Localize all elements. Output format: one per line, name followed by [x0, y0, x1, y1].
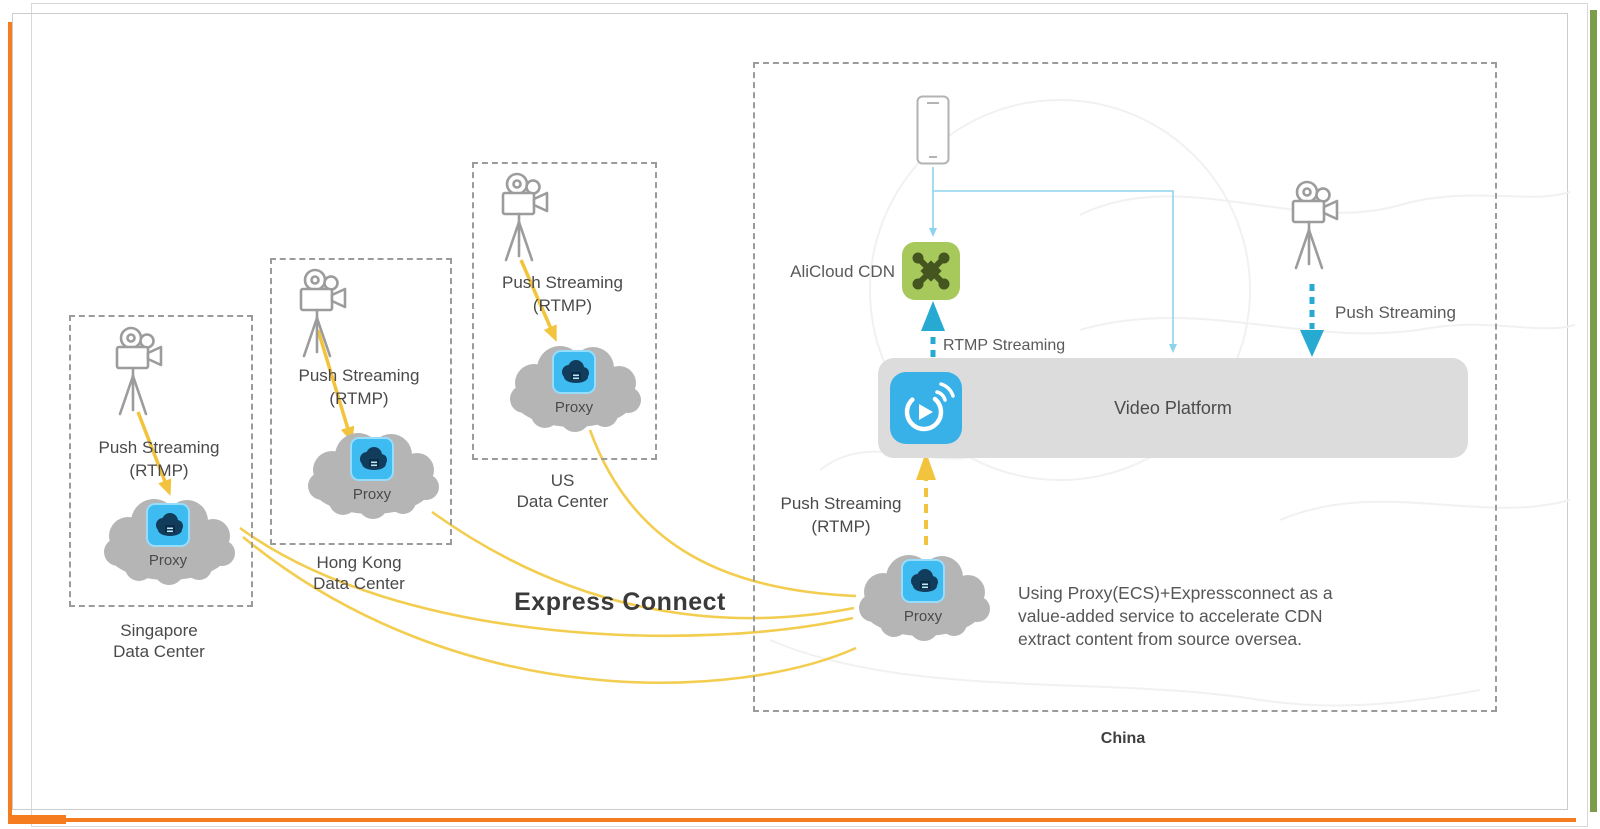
- orange-accent-bottom: [8, 818, 1576, 822]
- green-accent-right: [1590, 10, 1597, 812]
- push-streaming-label: Push Streaming: [298, 366, 420, 385]
- cdn-node-glyph: [912, 252, 950, 290]
- note-line2: value-added service to accelerate CDN: [1018, 606, 1323, 626]
- proxy-cloud: Proxy: [298, 424, 446, 522]
- china-push-streaming-label: Push Streaming: [780, 494, 902, 513]
- proxy-label: Proxy: [148, 552, 188, 569]
- express-connect-label: Express Connect: [514, 588, 726, 616]
- alicloud-cdn-label: AliCloud CDN: [790, 262, 895, 281]
- orange-accent-left: [8, 22, 12, 822]
- express-connect-note: Using Proxy(ECS)+Expressconnect as a val…: [1018, 582, 1428, 651]
- proxy-label: Proxy: [903, 608, 943, 625]
- right-push-streaming-label: Push Streaming: [1335, 303, 1456, 322]
- camera-icon: [498, 172, 550, 268]
- singapore-datacenter-box: [69, 315, 253, 607]
- video-platform-icon: [890, 372, 962, 444]
- push-streaming-label: Push Streaming: [98, 438, 220, 457]
- camera-icon: [112, 326, 164, 422]
- rtmp-streaming-label: RTMP Streaming: [943, 337, 1066, 354]
- datacenter-name-line2: Data Center: [516, 492, 609, 511]
- proxy-icon: [901, 559, 945, 603]
- proxy-label: Proxy: [352, 486, 392, 503]
- hongkong-datacenter-box: [270, 258, 452, 545]
- datacenter-name-line2: Data Center: [113, 642, 205, 661]
- singapore-datacenter-name: Singapore Data Center: [69, 620, 249, 662]
- us-datacenter-name: US Data Center: [472, 470, 653, 512]
- china-push-streaming-protocol: (RTMP): [811, 517, 871, 536]
- proxy-icon: [552, 350, 596, 394]
- push-streaming-protocol: (RTMP): [532, 296, 593, 315]
- camera-icon: [296, 268, 348, 364]
- datacenter-name-line1: Hong Kong: [316, 553, 402, 572]
- china-region-label: China: [1100, 730, 1146, 747]
- us-datacenter-box: [472, 162, 657, 460]
- video-platform-label: Video Platform: [1114, 398, 1232, 418]
- datacenter-name-line1: US: [550, 471, 575, 490]
- camera-icon: [1288, 180, 1340, 276]
- live-streaming-glyph: [904, 382, 955, 432]
- note-line3: extract content from source oversea.: [1018, 629, 1303, 649]
- phone-icon: [916, 95, 950, 165]
- proxy-cloud: Proxy: [500, 337, 648, 435]
- proxy-label: Proxy: [554, 399, 594, 416]
- proxy-cloud-glyph: [149, 506, 189, 546]
- proxy-cloud-glyph: [555, 353, 595, 393]
- hongkong-datacenter-name: Hong Kong Data Center: [270, 552, 448, 594]
- inner-frame: [12, 13, 1568, 810]
- push-streaming-protocol: (RTMP): [129, 461, 189, 480]
- push-streaming-label: Push Streaming: [502, 273, 623, 292]
- china-proxy-cloud: Proxy: [849, 546, 997, 644]
- proxy-cloud-glyph: [904, 562, 944, 602]
- datacenter-name-line1: Singapore: [120, 621, 198, 640]
- note-line1: Using Proxy(ECS)+Expressconnect as a: [1018, 583, 1333, 603]
- cdn-icon: [902, 242, 960, 300]
- push-streaming-protocol: (RTMP): [329, 389, 389, 408]
- proxy-icon: [350, 437, 394, 481]
- proxy-icon: [146, 503, 190, 547]
- proxy-cloud: Proxy: [94, 490, 242, 588]
- orange-accent-corner: [8, 815, 66, 824]
- datacenter-name-line2: Data Center: [313, 574, 405, 593]
- china-region-box: [753, 62, 1497, 712]
- video-platform-panel: [878, 358, 1468, 458]
- proxy-cloud-glyph: [353, 440, 393, 480]
- outer-frame: [31, 3, 1588, 827]
